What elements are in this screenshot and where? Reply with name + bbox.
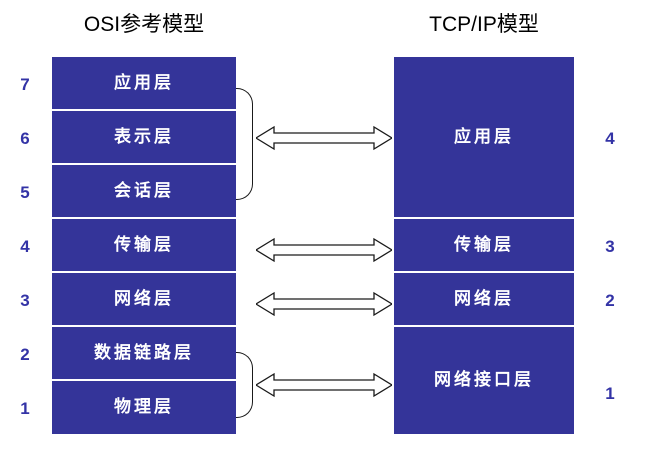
osi-layer-number-5: 5: [20, 183, 30, 202]
osi-layer-session[interactable]: 会话层: [52, 165, 236, 217]
tcpip-layer-network-interface[interactable]: 网络接口层: [394, 327, 574, 434]
mapping-arrow-application: [256, 124, 392, 152]
osi-layer-number-6: 6: [20, 129, 30, 148]
osi-layer-number-7: 7: [20, 75, 30, 94]
osi-layer-network[interactable]: 网络层: [52, 273, 236, 325]
osi-layer-label-physical: 物理层: [114, 397, 174, 417]
mapping-arrow-transport: [256, 236, 392, 264]
brace-osi-upper-layers: [236, 88, 253, 200]
tcpip-model-title: TCP/IP模型: [429, 13, 539, 36]
tcpip-layer-internet[interactable]: 网络层: [394, 273, 574, 325]
osi-layer-label-application: 应用层: [114, 72, 174, 93]
osi-layer-label-session: 会话层: [114, 180, 174, 201]
tcpip-layer-application[interactable]: 应用层: [394, 57, 574, 217]
osi-layer-number-4: 4: [20, 237, 30, 256]
tcpip-layer-number-4: 4: [605, 129, 615, 148]
tcpip-layer-number-2: 2: [605, 291, 615, 310]
osi-layer-application[interactable]: 应用层: [52, 57, 236, 109]
osi-layer-presentation[interactable]: 表示层: [52, 111, 236, 163]
tcpip-layer-transport[interactable]: 传输层: [394, 219, 574, 271]
osi-layer-label-presentation: 表示层: [114, 126, 174, 147]
tcpip-layer-label-transport: 传输层: [454, 234, 514, 255]
tcpip-layer-label-application: 应用层: [454, 126, 514, 147]
tcpip-layer-label-network-interface: 网络接口层: [434, 370, 534, 390]
mapping-arrow-network: [256, 290, 392, 318]
osi-layer-number-3: 3: [20, 291, 30, 310]
osi-layer-number-2: 2: [20, 345, 30, 364]
osi-layer-physical[interactable]: 物理层: [52, 381, 236, 434]
osi-layer-stack: 应用层 表示层 会话层 传输层 网络层 数据链路层 物理层: [52, 57, 236, 434]
mapping-arrow-network-interface: [256, 371, 392, 399]
osi-layer-datalink[interactable]: 数据链路层: [52, 327, 236, 379]
osi-layer-transport[interactable]: 传输层: [52, 219, 236, 271]
osi-layer-label-datalink: 数据链路层: [94, 342, 194, 363]
tcpip-layer-stack: 应用层 传输层 网络层 网络接口层: [394, 57, 574, 434]
tcpip-layer-number-3: 3: [605, 237, 615, 256]
osi-model-title: OSI参考模型: [83, 13, 205, 36]
osi-layer-number-1: 1: [20, 399, 30, 418]
osi-layer-label-network: 网络层: [114, 288, 174, 309]
osi-layer-label-transport: 传输层: [114, 234, 174, 255]
brace-osi-lower-layers: [236, 352, 253, 418]
tcpip-layer-number-1: 1: [605, 384, 615, 403]
tcpip-layer-label-internet: 网络层: [454, 288, 514, 309]
